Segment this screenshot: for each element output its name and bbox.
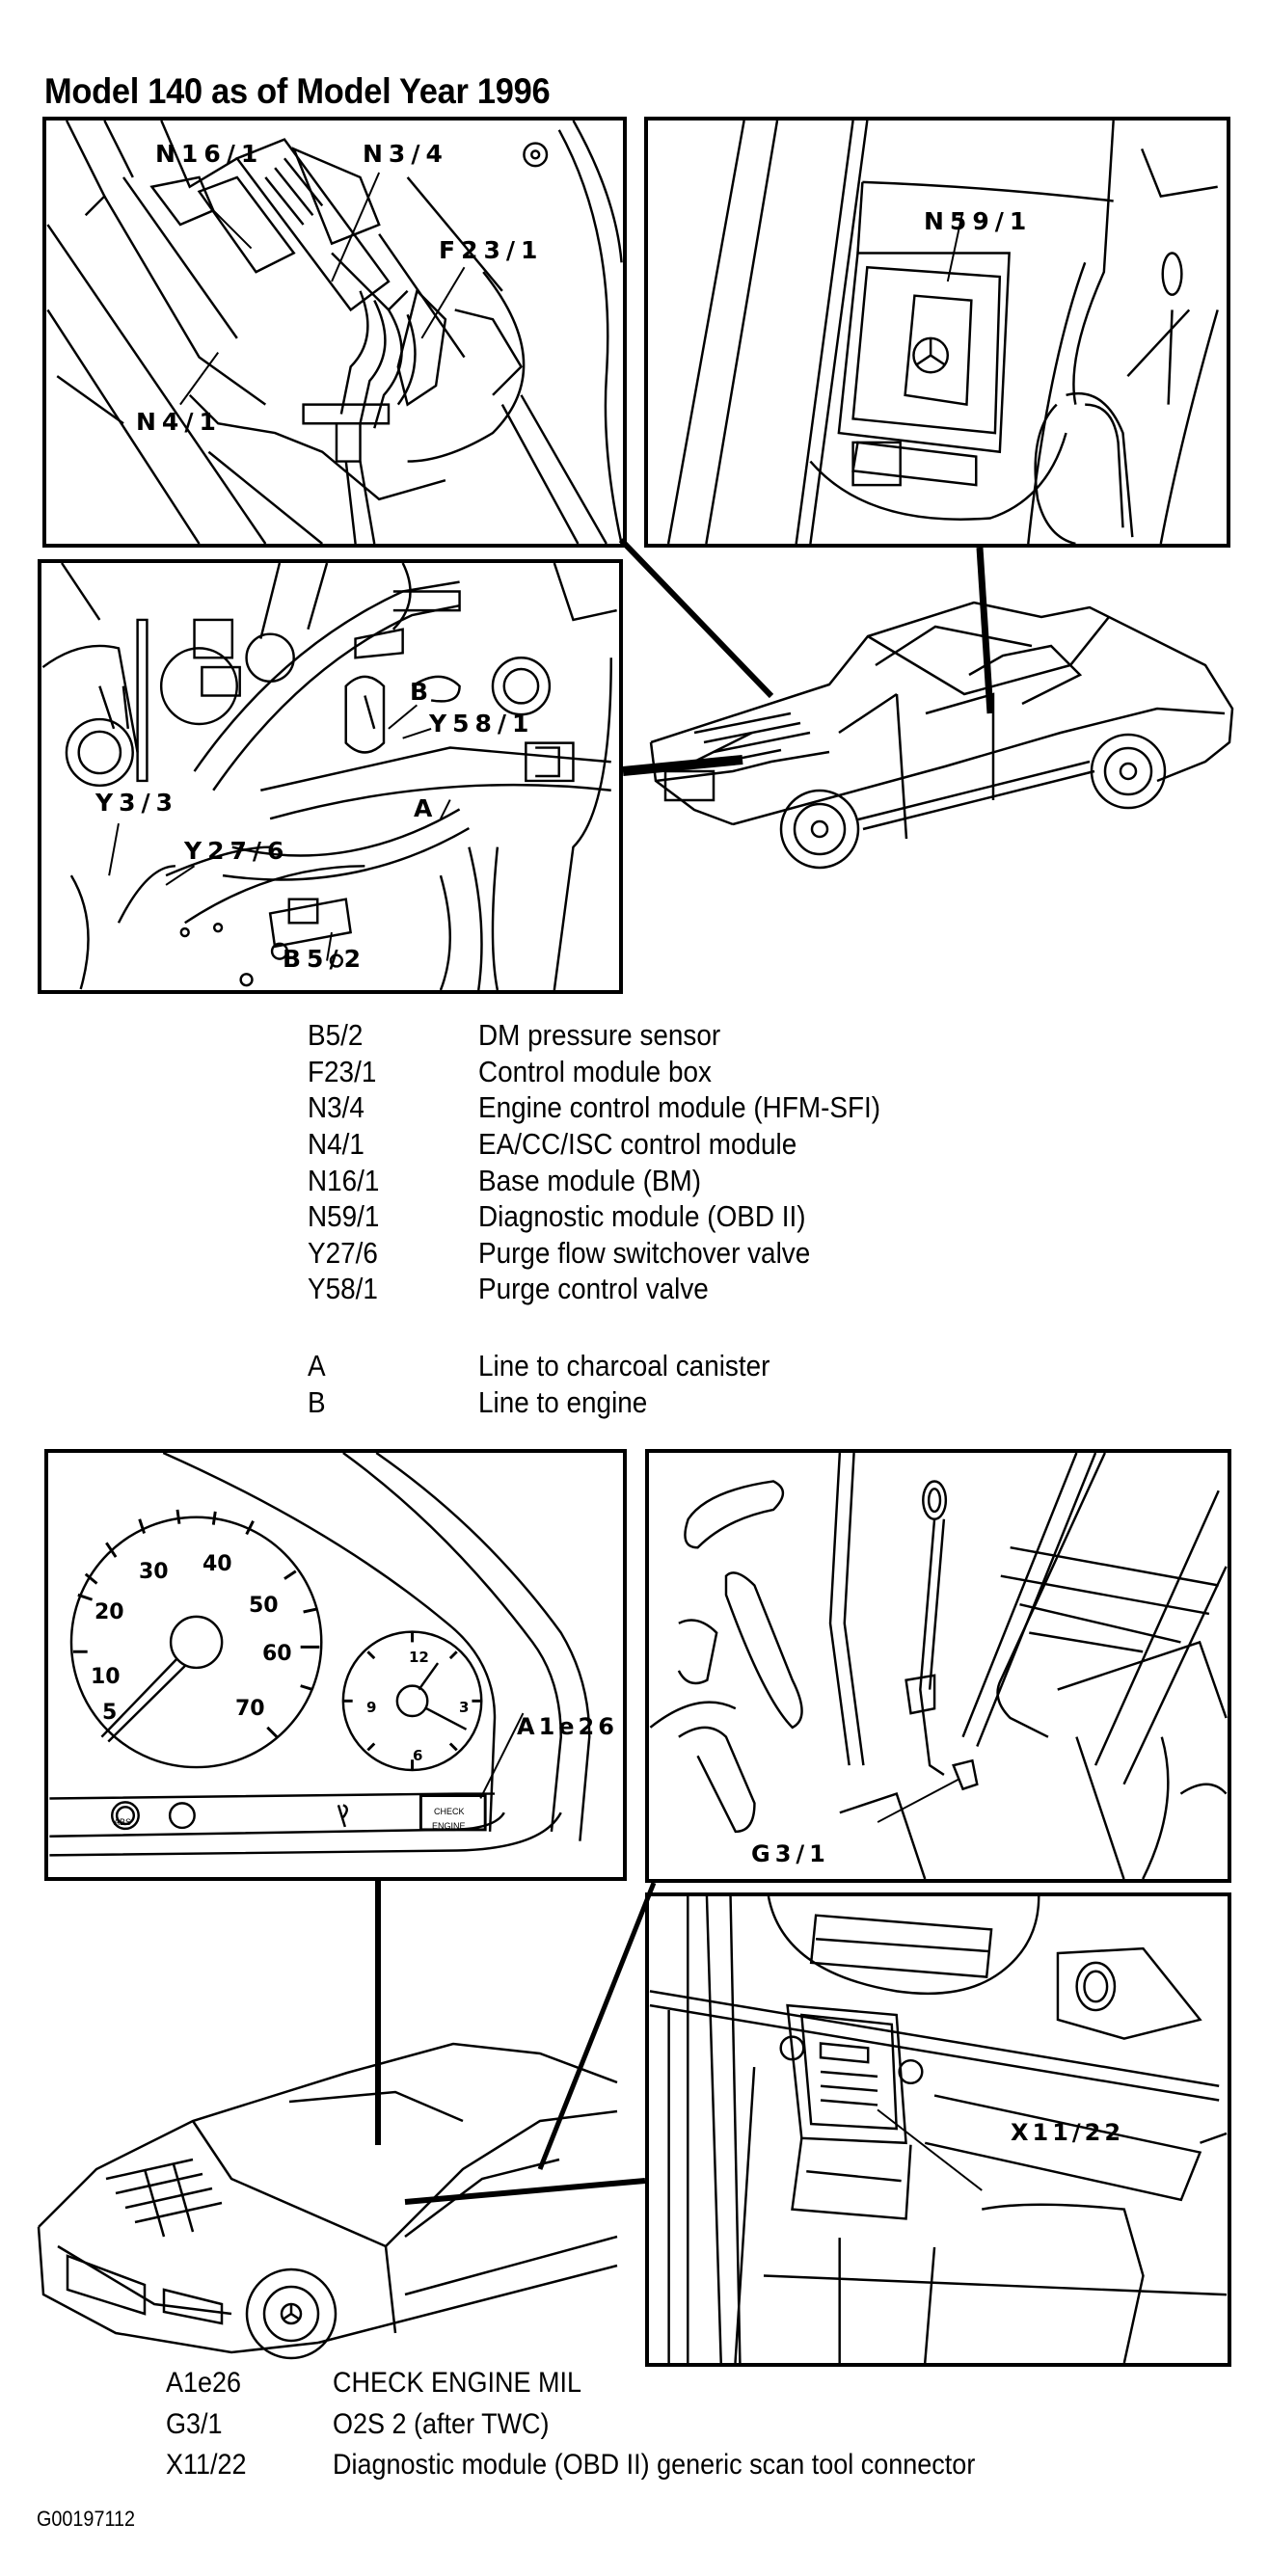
callout-f23-1: F23/1: [439, 236, 544, 264]
callout-b-line-to-engine: B: [410, 678, 435, 706]
legend-desc: Diagnostic module (OBD II): [478, 1199, 806, 1233]
legend-desc: Line to charcoal canister: [478, 1349, 770, 1382]
instrument-cluster-illustration: [49, 1453, 591, 1857]
clock-label: 3: [459, 1699, 470, 1716]
legend-desc: Line to engine: [478, 1385, 648, 1419]
legend-desc: Base module (BM): [478, 1164, 702, 1197]
panel-engine-bay-modules: N16/1 N3/4 F23/1 N4/1: [42, 117, 627, 548]
speedometer-label: 30: [139, 1560, 169, 1584]
legend-code: B: [308, 1385, 326, 1419]
speedometer-label: 70: [235, 1697, 265, 1721]
panel-exhaust-sensor: G3/1: [645, 1449, 1231, 1883]
panel-instrument-cluster: 5 10 20 30 40 50 60 70 12 3 6 9 ABS CHEC…: [44, 1449, 627, 1881]
leader-line-diagnostic-module: [976, 547, 994, 714]
clock-label: 12: [409, 1649, 429, 1666]
speedometer-label: 60: [262, 1642, 292, 1666]
legend-code: X11/22: [166, 2449, 247, 2481]
callout-a-line-to-canister: A: [414, 794, 439, 822]
exhaust-sensor-illustration: [649, 1453, 1228, 1879]
speedometer-label: 20: [94, 1600, 124, 1624]
callout-g3-1: G3/1: [751, 1840, 830, 1867]
legend-code: N59/1: [308, 1199, 380, 1233]
callout-a1e26: A1e26: [517, 1713, 618, 1740]
legend-code: B5/2: [308, 1018, 364, 1052]
legend-desc: Purge flow switchover valve: [478, 1236, 811, 1270]
callout-n3-4: N3/4: [363, 140, 448, 168]
panel-diagnostic-module: N59/1: [644, 117, 1230, 548]
callout-b5-2: B5/2: [283, 945, 366, 973]
legend-desc: DM pressure sensor: [478, 1018, 721, 1052]
legend-code: N4/1: [308, 1127, 364, 1161]
leader-line-exhaust-sensor: [537, 1882, 657, 2170]
clock-label: 6: [413, 1747, 423, 1764]
check-engine-lamp-line2: ENGINE: [432, 1821, 466, 1831]
check-engine-lamp-line1: CHECK: [434, 1807, 465, 1816]
figure-title: Model 140 as of Model Year 1996: [44, 71, 551, 111]
legend-code: G3/1: [166, 2408, 223, 2440]
legend-desc: O2S 2 (after TWC): [333, 2408, 550, 2440]
leader-line-engine-bay: [618, 537, 774, 699]
legend-code: F23/1: [308, 1055, 377, 1088]
diagnostic-module-illustration: [666, 121, 1219, 544]
speedometer-label: 50: [249, 1594, 279, 1618]
callout-y3-3: Y3/3: [95, 789, 179, 817]
legend-code: Y27/6: [308, 1236, 378, 1270]
callout-n16-1: N16/1: [155, 140, 264, 168]
speedometer-label: 40: [202, 1552, 232, 1576]
legend-desc: Engine control module (HFM-SFI): [478, 1090, 881, 1124]
panel-purge-system: B Y58/1 Y3/3 A Y27/6 B5/2: [38, 559, 623, 994]
legend-code: N16/1: [308, 1164, 380, 1197]
legend-desc: EA/CC/ISC control module: [478, 1127, 797, 1161]
legend-code: Y58/1: [308, 1272, 378, 1305]
speedometer-label: 5: [102, 1701, 118, 1725]
leader-line-purge-system: [622, 755, 743, 776]
legend-code: N3/4: [308, 1090, 364, 1124]
legend-desc: Control module box: [478, 1055, 712, 1088]
callout-x11-22: X11/22: [1011, 2119, 1125, 2146]
clock-label: 9: [366, 1699, 377, 1716]
engine-bay-illustration: [46, 121, 623, 544]
legend-code: A1e26: [166, 2367, 242, 2399]
legend-desc: CHECK ENGINE MIL: [333, 2367, 582, 2399]
panel-scan-tool-connector: X11/22: [645, 1892, 1231, 2367]
purge-system-illustration: [41, 563, 617, 990]
leader-line-scan-tool: [404, 2178, 646, 2205]
callout-y27-6: Y27/6: [184, 837, 290, 865]
legend-desc: Purge control valve: [478, 1272, 709, 1305]
callout-y58-1: Y58/1: [429, 710, 535, 738]
figure-id: G00197112: [37, 2507, 136, 2531]
callout-n4-1: N4/1: [136, 408, 222, 436]
legend-code: A: [308, 1349, 326, 1382]
legend-desc: Diagnostic module (OBD II) generic scan …: [333, 2449, 976, 2481]
speedometer-label: 10: [91, 1665, 121, 1689]
scan-tool-connector-illustration: [649, 1896, 1228, 2363]
callout-n59-1: N59/1: [924, 207, 1033, 235]
abs-warning-lamp: ABS: [114, 1817, 132, 1827]
